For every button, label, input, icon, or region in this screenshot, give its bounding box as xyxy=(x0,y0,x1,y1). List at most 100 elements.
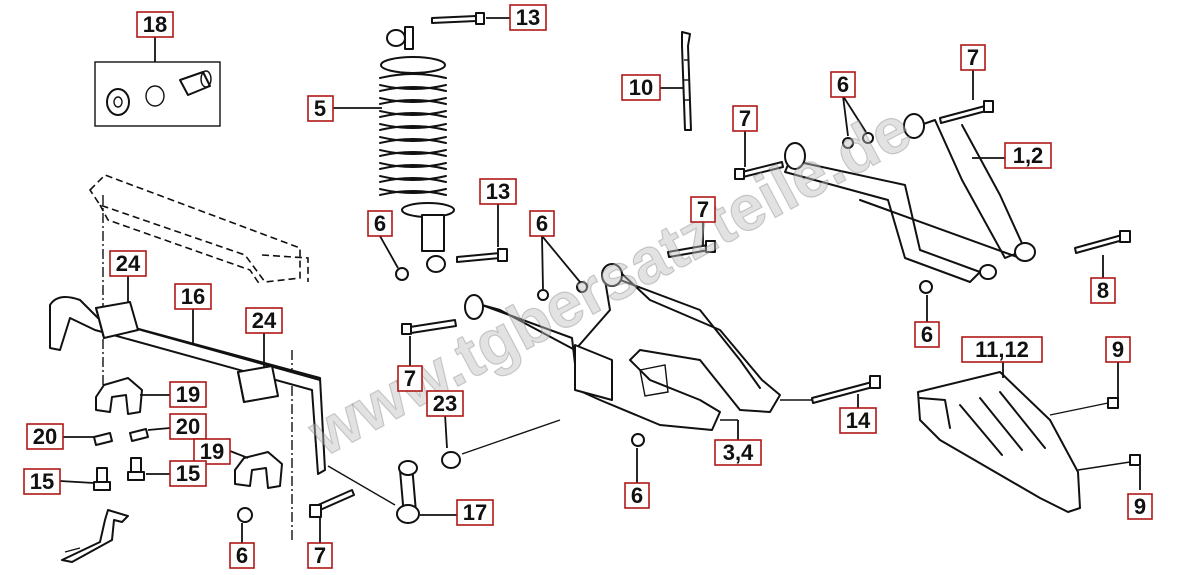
callout-3-4: 3,4 xyxy=(714,439,762,466)
callout-text: 23 xyxy=(433,391,457,416)
bolt-13-top xyxy=(431,12,485,25)
callout-text: 6 xyxy=(631,483,643,508)
callout-11-12: 11,12 xyxy=(961,336,1043,363)
callout-text: 11,12 xyxy=(975,337,1029,362)
callout-text: 24 xyxy=(252,308,277,333)
nut-6-shock xyxy=(395,267,409,281)
callout-text: 8 xyxy=(1097,278,1109,303)
clamp-19-left xyxy=(95,377,143,415)
callout-text: 18 xyxy=(143,12,167,37)
skid-plate-part xyxy=(917,371,1081,513)
nut-6-lower-bottom xyxy=(631,433,645,447)
callout-text: 6 xyxy=(236,543,248,568)
callout-text: 5 xyxy=(314,96,326,121)
callout-18: 18 xyxy=(136,11,174,38)
callout-20-left: 20 xyxy=(26,423,64,450)
callout-7-lower-left: 7 xyxy=(397,365,423,392)
callout-24-right: 24 xyxy=(245,307,283,334)
leader-lines xyxy=(59,17,1141,543)
rubber-bushing-24-left xyxy=(95,301,139,339)
callout-text: 7 xyxy=(697,197,709,222)
callout-text: 6 xyxy=(374,211,386,236)
bolt-9-bottom xyxy=(1129,454,1141,466)
callout-text: 19 xyxy=(176,382,200,407)
bushing-23-part xyxy=(441,451,461,469)
callout-text: 6 xyxy=(837,72,849,97)
bolt-14-part xyxy=(811,375,881,404)
callout-text: 19 xyxy=(200,439,224,464)
shock-absorber-part xyxy=(379,26,455,273)
callout-13-top: 13 xyxy=(509,4,547,31)
callout-13-lower: 13 xyxy=(479,178,517,205)
bolt-7-upper-left xyxy=(734,161,784,180)
callout-text: 7 xyxy=(739,106,751,131)
callout-14: 14 xyxy=(839,407,877,434)
callout-text: 24 xyxy=(116,251,141,276)
nut-6-upper-a xyxy=(842,137,854,149)
bolt-7-upper-right xyxy=(939,100,994,124)
bolt-15-left xyxy=(93,467,111,491)
callout-7-upper-left: 7 xyxy=(732,105,758,132)
nut-6-lower-b xyxy=(576,281,588,293)
callout-24-left: 24 xyxy=(109,250,147,277)
stabilizer-link-part xyxy=(396,460,420,524)
nut-6-stabilizer xyxy=(237,507,253,523)
callout-text: 6 xyxy=(536,211,548,236)
callout-6-lower-arm: 6 xyxy=(529,210,555,237)
callout-text: 13 xyxy=(486,179,510,204)
callout-17: 17 xyxy=(456,499,494,526)
callout-text: 14 xyxy=(846,408,871,433)
callout-text: 6 xyxy=(921,322,933,347)
callout-7-lower-right: 7 xyxy=(690,196,716,223)
nut-6-upper-b xyxy=(862,132,874,144)
callout-text: 13 xyxy=(516,5,540,30)
callout-text: 16 xyxy=(181,284,205,309)
callout-text: 9 xyxy=(1134,494,1146,519)
callout-5: 5 xyxy=(307,95,334,122)
washer-20-right xyxy=(129,428,149,442)
bolt-7-lower-left xyxy=(401,319,457,335)
nut-6-upper-lower xyxy=(919,280,933,294)
callout-19-top: 19 xyxy=(169,381,207,408)
bushing-kit-part xyxy=(94,61,221,127)
front-direction-arrow-icon xyxy=(61,509,129,563)
rubber-bushing-24-right xyxy=(237,365,279,403)
callout-text: 7 xyxy=(314,543,326,568)
callout-9-top: 9 xyxy=(1105,336,1131,363)
watermark-text: www.tgbersatzteile.de xyxy=(296,92,922,470)
callout-6-shock: 6 xyxy=(367,210,393,237)
callout-text: 9 xyxy=(1112,337,1124,362)
callout-20-right: 20 xyxy=(169,413,207,440)
callout-6-upper-arm-lower: 6 xyxy=(914,321,940,348)
callout-6-stabilizer: 6 xyxy=(229,542,255,569)
callout-text: 17 xyxy=(463,500,487,525)
nut-6-lower-a xyxy=(537,289,549,301)
cable-tie-part xyxy=(681,31,692,131)
callout-text: 20 xyxy=(33,424,57,449)
callout-15-left: 15 xyxy=(23,468,61,495)
callout-text: 3,4 xyxy=(723,440,754,465)
callout-9-bottom: 9 xyxy=(1127,493,1153,520)
bolt-8-part xyxy=(1074,230,1131,254)
bolt-7-stabilizer xyxy=(309,489,355,518)
upper-a-arm-part xyxy=(784,113,1036,283)
callout-1-2: 1,2 xyxy=(1004,142,1052,169)
bolt-15-right xyxy=(127,457,145,481)
callout-7-upper-right: 7 xyxy=(960,44,986,71)
callout-text: 7 xyxy=(967,45,979,70)
callout-23: 23 xyxy=(426,390,464,417)
callout-15-right: 15 xyxy=(169,460,207,487)
clamp-19-right xyxy=(234,451,283,489)
lower-a-arm-part xyxy=(464,263,781,431)
callout-6-lower-bottom: 6 xyxy=(624,482,650,509)
bolt-7-lower-right xyxy=(667,240,716,258)
callout-8: 8 xyxy=(1090,277,1116,304)
callout-6-upper: 6 xyxy=(830,71,856,98)
callout-7-stabilizer: 7 xyxy=(307,542,333,569)
washer-20-left xyxy=(93,432,113,446)
callout-text: 20 xyxy=(176,414,200,439)
callout-text: 10 xyxy=(629,75,653,100)
callout-16: 16 xyxy=(174,283,212,310)
